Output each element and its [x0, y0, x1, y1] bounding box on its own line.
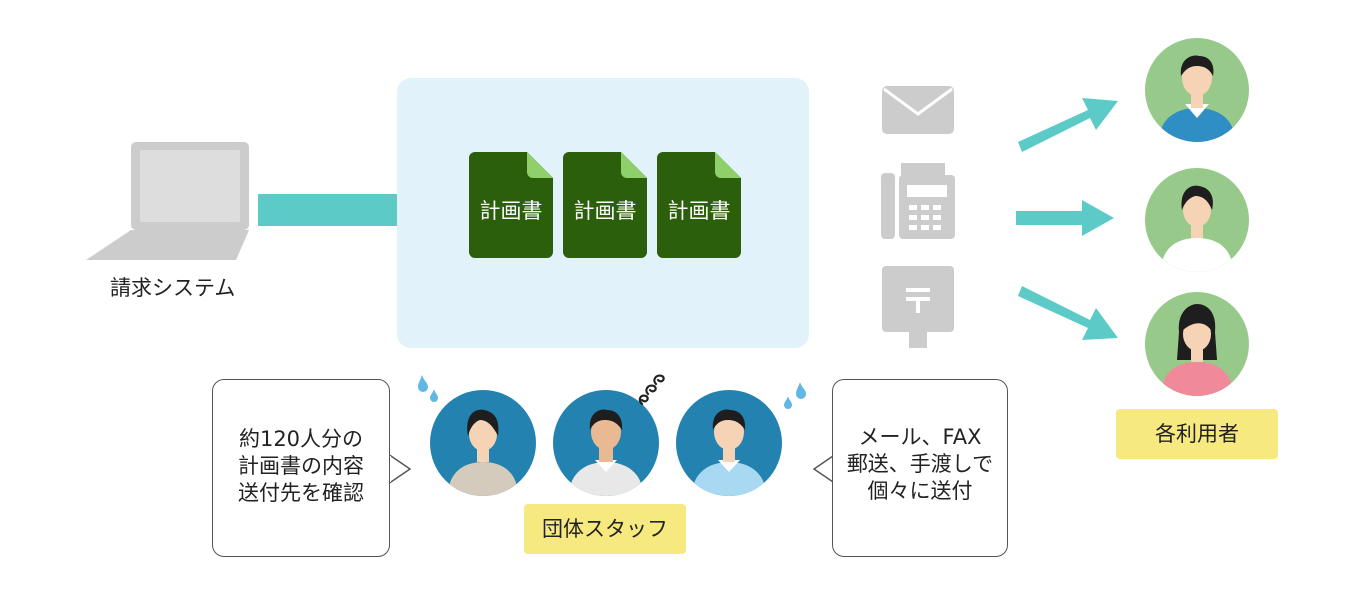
- user-avatar-3: [1145, 292, 1249, 396]
- fax-icon: [881, 163, 955, 239]
- bubble-line: 郵送、手渡しで: [846, 452, 994, 476]
- mailbox-icon: [882, 266, 954, 348]
- users-label: 各利用者: [1116, 409, 1278, 459]
- document-3: 計画書: [657, 152, 741, 258]
- staff-avatar-1: [430, 390, 536, 496]
- speech-bubble-right: メール、FAX 郵送、手渡しで 個々に送付: [832, 379, 1008, 557]
- bubble-line: 計画書の内容: [238, 454, 364, 478]
- sweat-drop-icon: [418, 375, 438, 402]
- source-system-label: 請求システム: [110, 276, 236, 300]
- user-avatar-1: [1145, 38, 1249, 142]
- document-label: 計画書: [667, 199, 731, 223]
- sweat-drop-icon: [784, 382, 806, 409]
- bubble-tail-left: [388, 453, 412, 485]
- bubble-line: 個々に送付: [867, 479, 973, 503]
- document-label: 計画書: [573, 199, 637, 223]
- bubble-line: 送付先を確認: [238, 481, 364, 505]
- mail-icon: [882, 86, 954, 134]
- user-avatar-2: [1145, 168, 1249, 272]
- confused-swirl-icon: [638, 374, 665, 406]
- staff-label: 団体スタッフ: [524, 504, 686, 554]
- staff-avatar-3: [676, 390, 782, 496]
- document-1: 計画書: [469, 152, 553, 258]
- document-icon: [469, 152, 553, 258]
- speech-bubble-left: 約120人分の 計画書の内容 送付先を確認: [212, 379, 390, 557]
- document-icon: [563, 152, 647, 258]
- laptop-icon: [86, 142, 249, 260]
- document-label: 計画書: [479, 199, 543, 223]
- bubble-line: メール、FAX: [858, 425, 982, 449]
- flow-arrow-to-user-2: [1016, 200, 1114, 236]
- document-icon: [657, 152, 741, 258]
- flow-arrow-to-user-1: [1018, 98, 1118, 152]
- document-2: 計画書: [563, 152, 647, 258]
- staff-avatar-2: [553, 390, 659, 496]
- bubble-line: 約120人分の: [238, 427, 364, 451]
- flow-arrow-to-user-3: [1018, 286, 1118, 340]
